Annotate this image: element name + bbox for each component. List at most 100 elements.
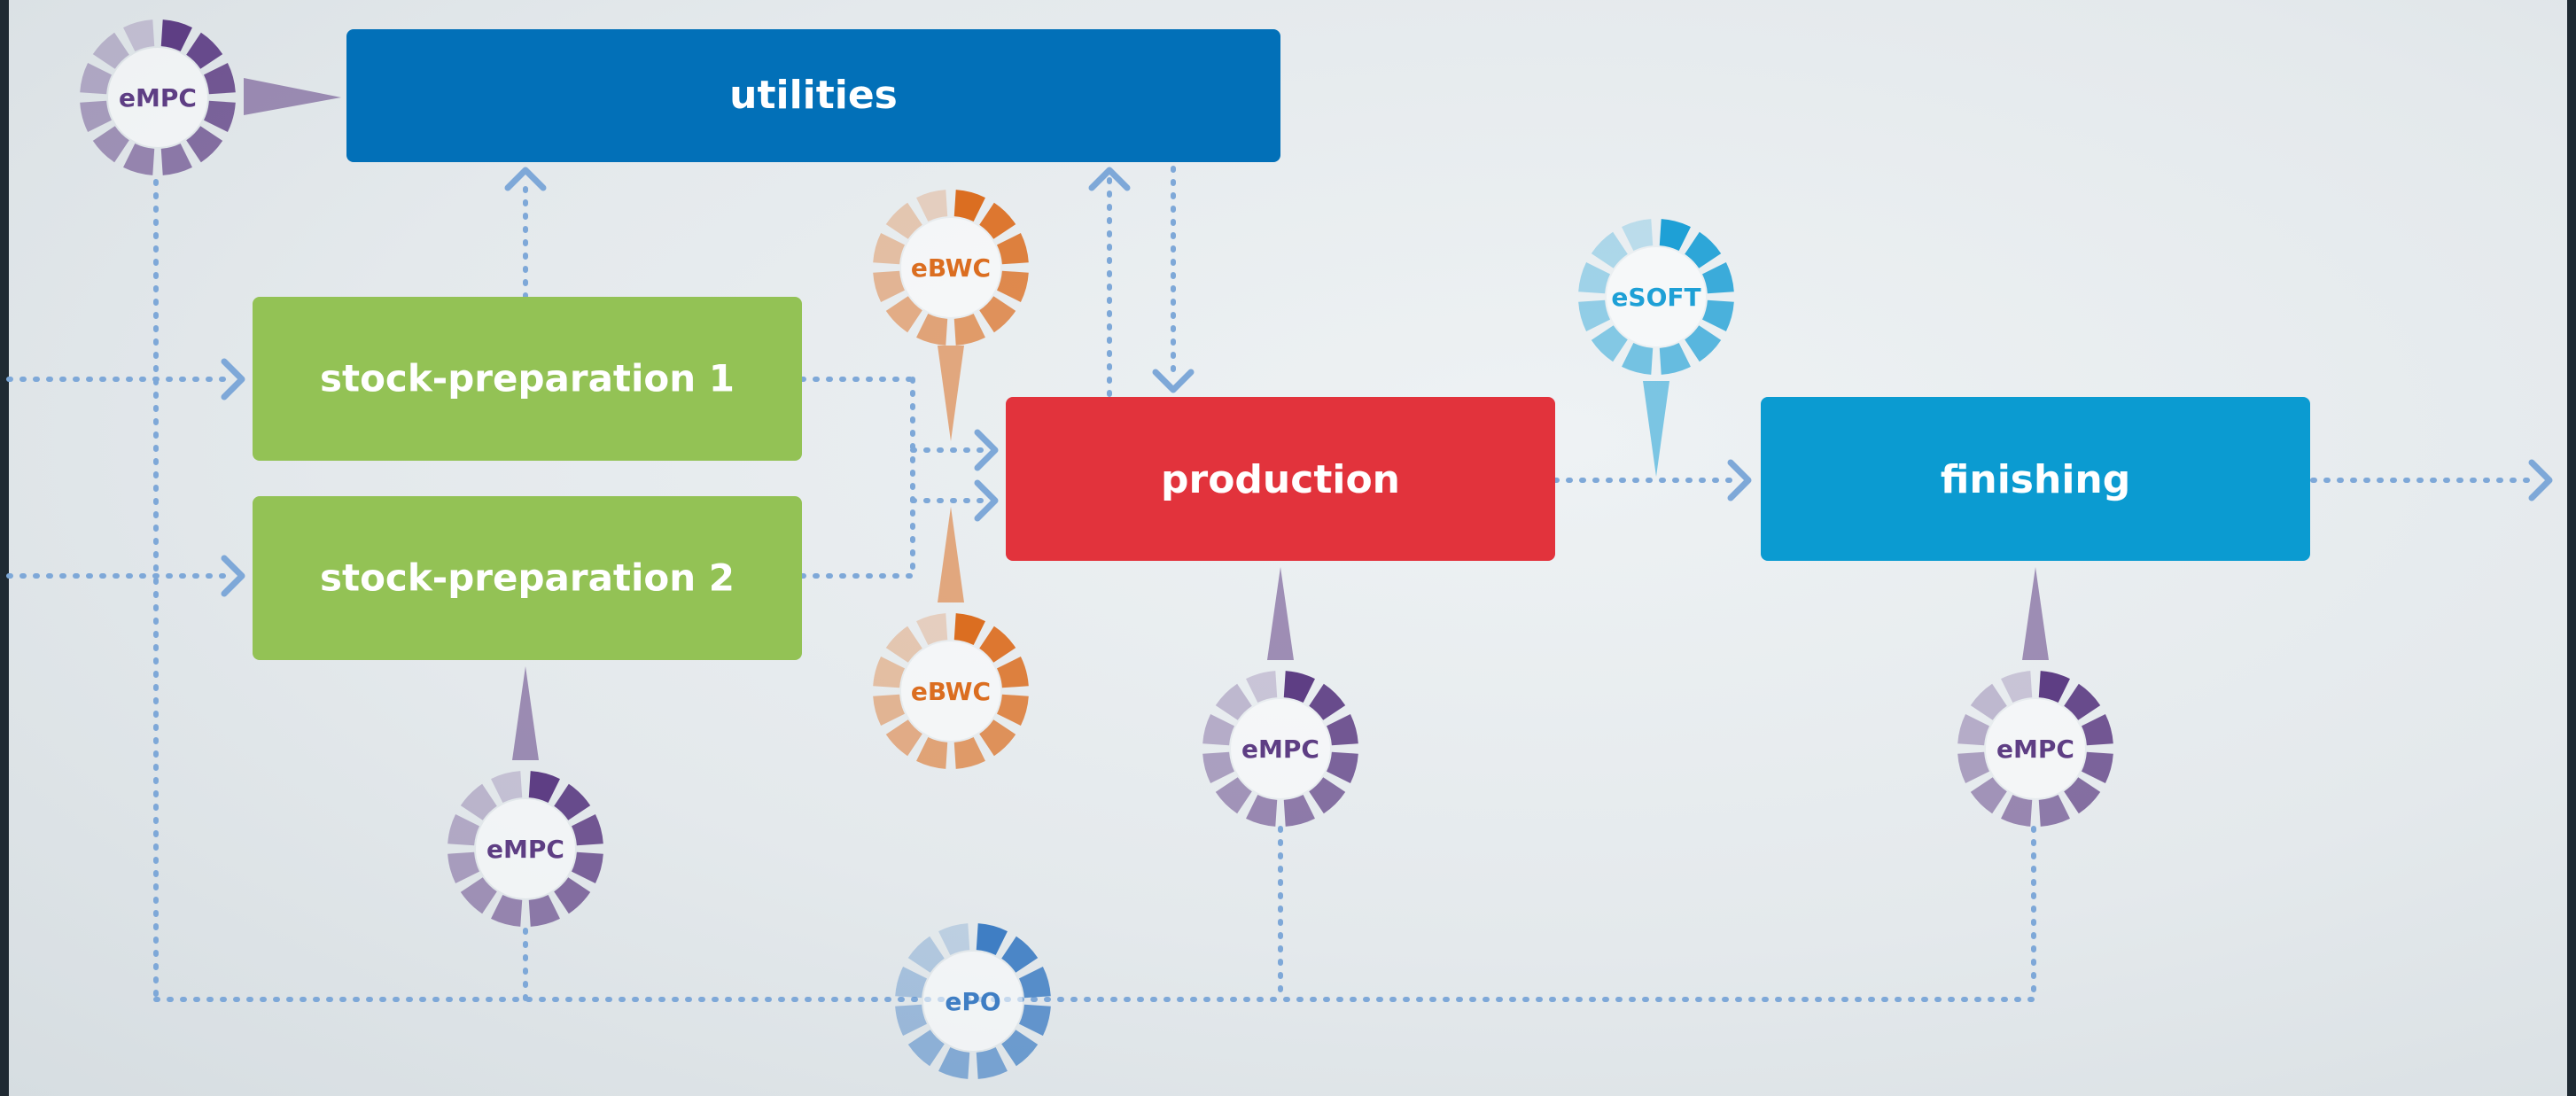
ring-center [1986,699,2085,798]
ring-segment [1702,262,1734,294]
chevron-arrow-icon [974,429,999,471]
ring-segment [953,613,985,645]
empc-finishing-ring: eMPC [1957,671,2113,827]
empc-utilities-ring: eMPC [80,19,236,175]
ring-segment [2082,751,2113,783]
chevron-arrow-icon [2528,459,2553,501]
chevron-arrow-icon [221,358,245,400]
ring-segment [1659,219,1691,251]
ring-segment [447,851,479,883]
ring-segment [873,694,905,726]
ring-segment [80,63,112,95]
ring-segment [997,270,1029,302]
ring-center [923,952,1023,1051]
ring-segment [885,626,922,663]
left-edge-strip [0,0,9,1096]
ring-segment [528,895,560,927]
finishing-box [1761,397,2310,561]
ring-segment [997,657,1029,688]
chevron-arrow-icon [1088,167,1131,191]
segmented-ring-icon [895,923,1051,1079]
empc-stock-preparation-ring: eMPC [447,771,603,927]
ring-segment [1591,325,1628,362]
ring-segment [2001,795,2033,827]
ring-segment [907,1030,945,1067]
ring-segment [1246,671,1278,703]
ring-segment [885,296,922,333]
epo-label: ePO [945,987,1000,1016]
ring-segment [895,967,927,999]
ring-segment [997,233,1029,265]
ring-segment [80,100,112,132]
ring-segment [997,694,1029,726]
ebwc-top-label: eBWC [911,253,991,283]
ring-segment [1202,714,1234,746]
ring-segment [92,32,129,69]
utilities-box [346,29,1280,162]
triangle-pointer-icon [1267,567,1294,660]
ring-segment [979,296,1016,333]
ring-segment [916,314,948,346]
ring-segment [1591,231,1628,268]
triangle-pointer-icon [244,78,341,115]
ring-segment [1309,777,1346,814]
ring-center [1607,247,1706,346]
ring-segment [447,814,479,846]
ring-segment [976,1047,1008,1079]
ebwc-bottom-ring: eBWC [873,613,1029,769]
ring-center [901,641,1000,741]
ring-segment [1246,795,1278,827]
ring-segment [916,190,948,222]
ring-segment [1659,343,1691,375]
production-label: production [1161,457,1400,502]
triangle-pointer-icon [512,666,539,760]
ring-segment [572,814,603,846]
ring-segment [2064,777,2101,814]
ring-segment [186,32,223,69]
ring-segment [491,771,523,803]
ring-segment [1327,751,1358,783]
chevron-arrow-icon [221,555,245,597]
ring-segment [2064,683,2101,720]
ring-segment [1215,777,1252,814]
ring-segment [1019,967,1051,999]
stock-preparation-1-box [253,297,802,461]
empc-production-ring: eMPC [1202,671,1358,827]
chevron-arrow-icon [1152,369,1195,393]
ring-segment [976,923,1008,955]
ebwc-bottom-label: eBWC [911,677,991,706]
ring-segment [1202,751,1234,783]
ring-segment [2038,795,2070,827]
ring-segment [204,63,236,95]
ring-segment [953,737,985,769]
ring-segment [907,936,945,973]
segmented-ring-icon [1202,671,1358,827]
ring-segment [491,895,523,927]
ring-segment [1970,777,2007,814]
ring-segment [1622,219,1654,251]
ring-segment [123,144,155,175]
ring-center [476,799,575,898]
ring-segment [204,100,236,132]
ring-segment [873,233,905,265]
ring-segment [1019,1004,1051,1036]
stock-preparation-2-box [253,496,802,660]
chevron-arrow-icon [1727,459,1752,501]
triangle-pointer-icon [938,346,964,441]
ring-segment [1001,1030,1039,1067]
ring-segment [953,314,985,346]
production-box [1006,397,1555,561]
triangle-pointer-icon [2022,567,2049,660]
esoft-label: eSOFT [1611,283,1700,312]
ring-segment [1001,936,1039,973]
ring-segment [938,1047,970,1079]
ring-segment [1215,683,1252,720]
ring-center [901,218,1000,317]
right-edge-strip [2567,0,2576,1096]
ring-segment [938,923,970,955]
ring-segment [979,719,1016,757]
ring-segment [160,19,192,51]
ring-segment [1283,795,1315,827]
ring-segment [953,190,985,222]
esoft-ring: eSOFT [1578,219,1734,375]
